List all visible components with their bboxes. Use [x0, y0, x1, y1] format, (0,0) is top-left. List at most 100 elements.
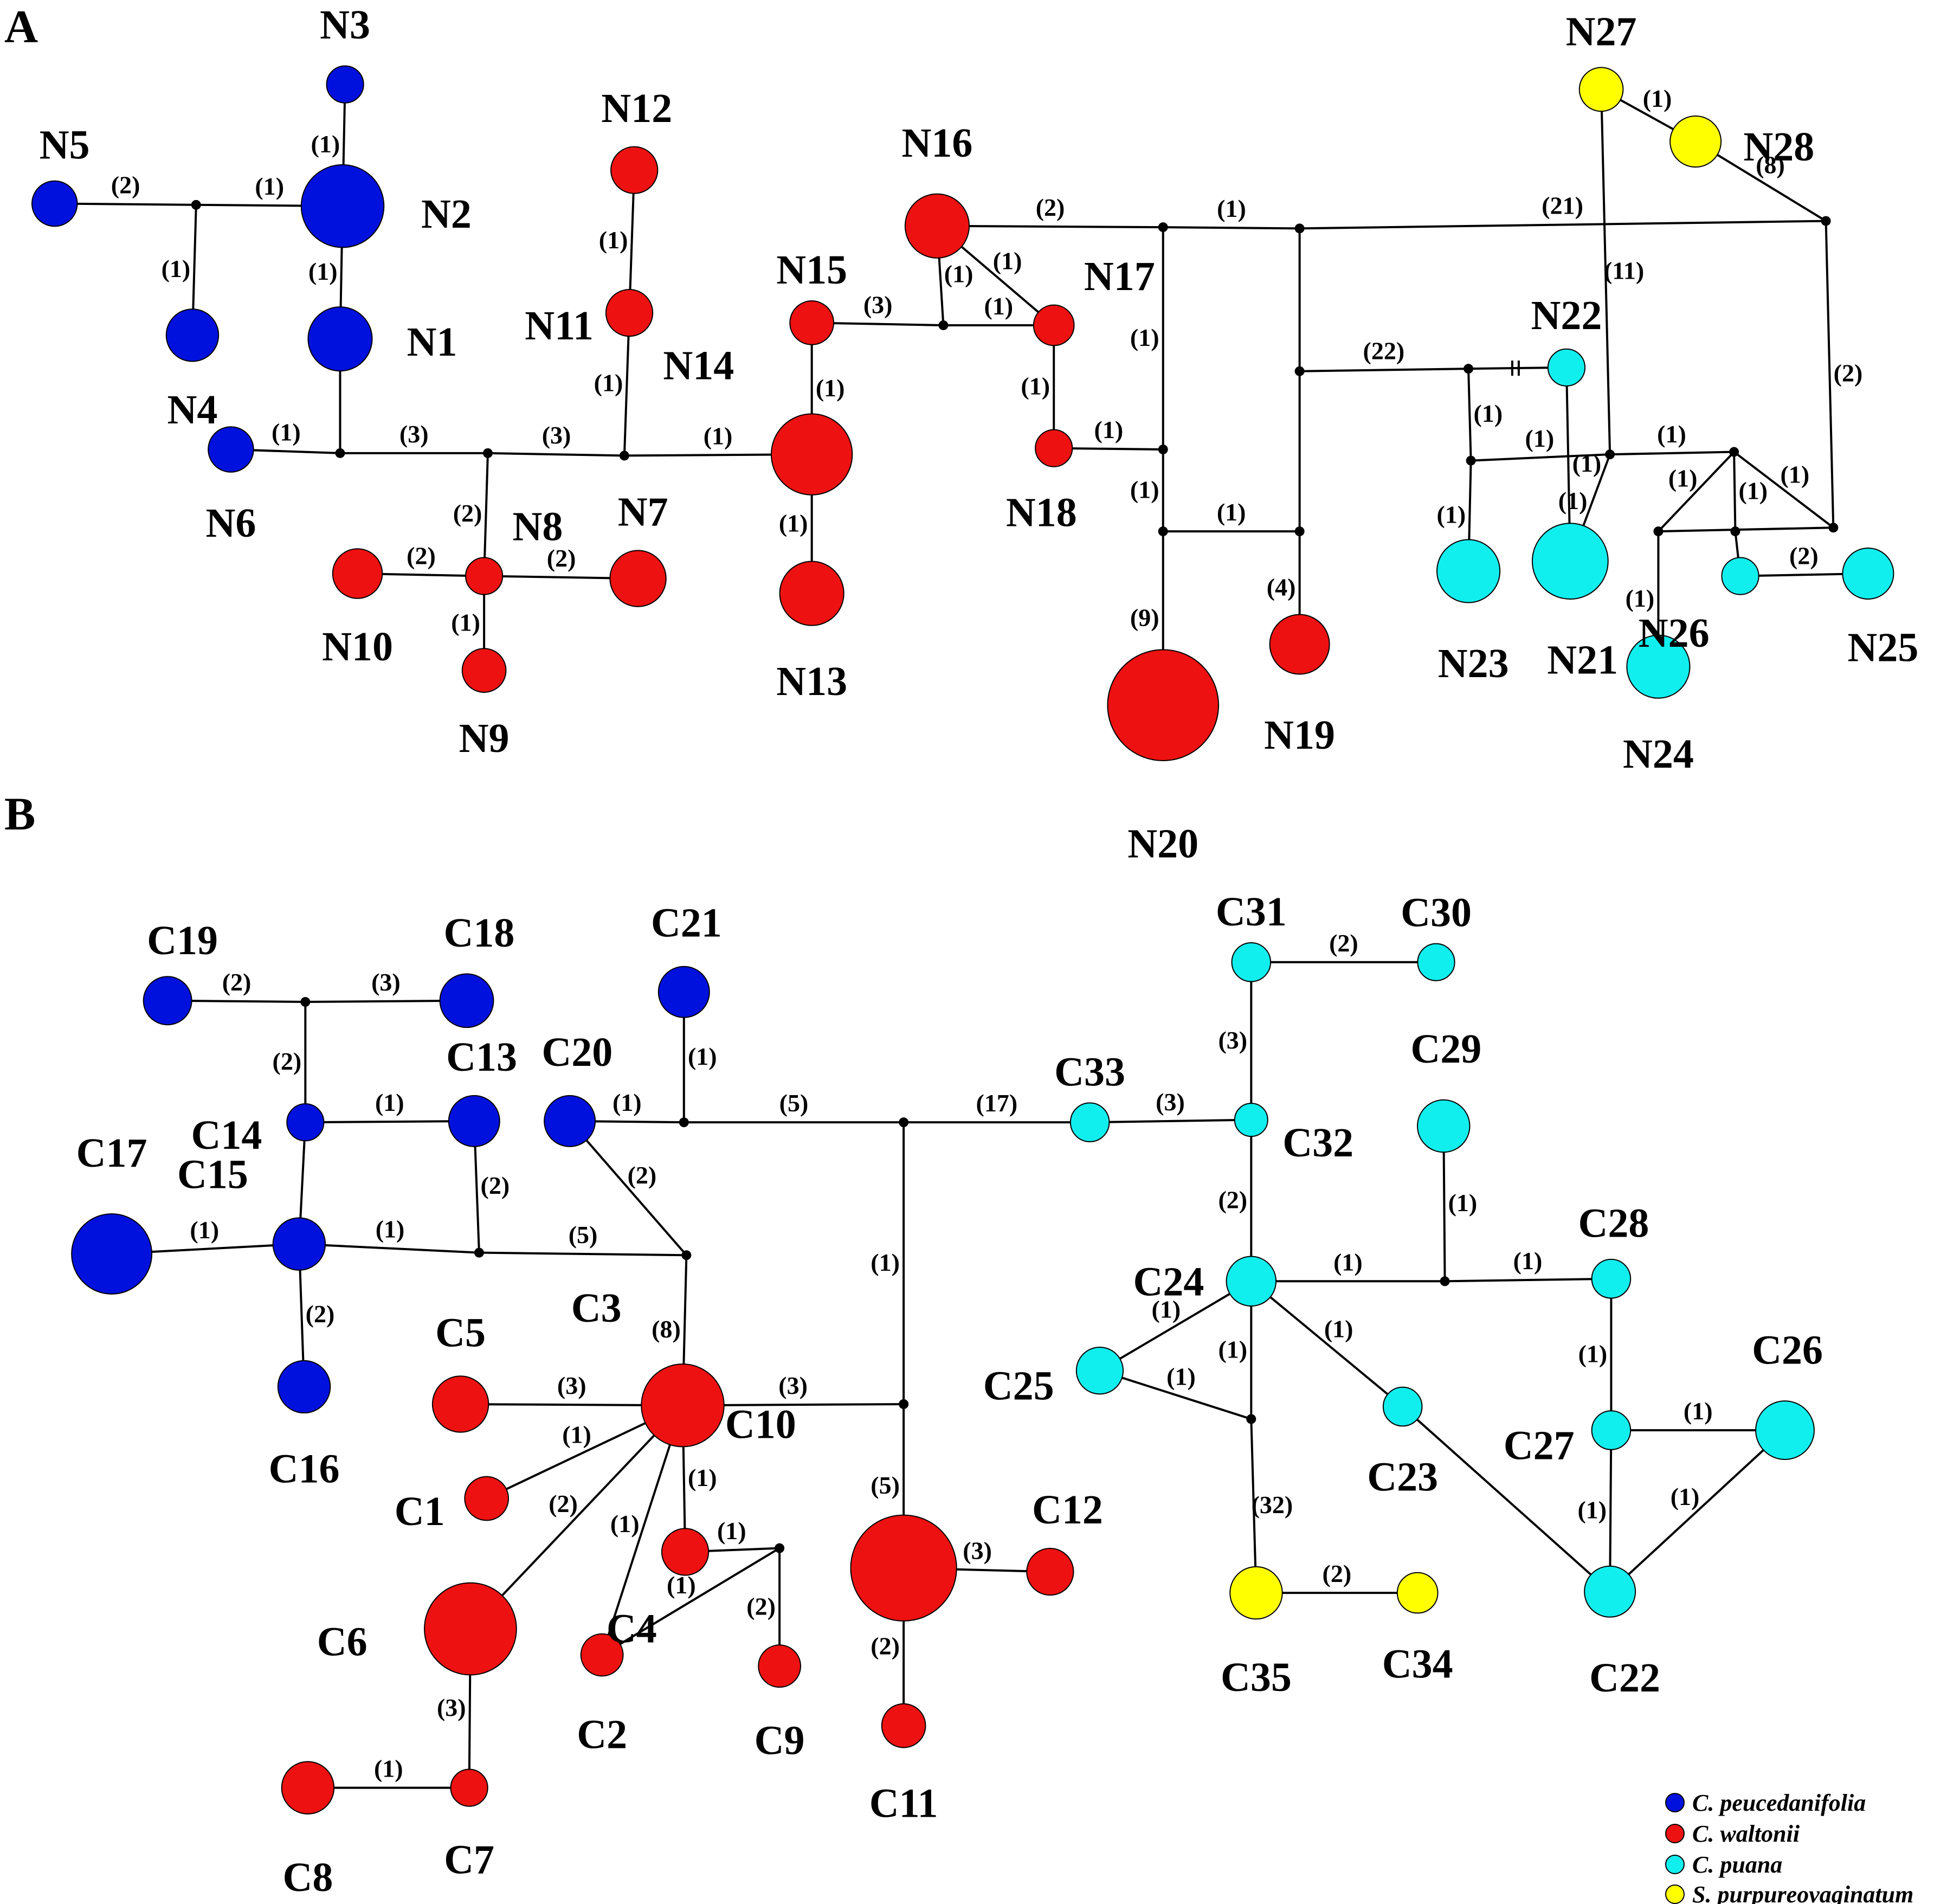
- haplotype-label-n9: N9: [459, 716, 510, 761]
- mutation-count-label: (2): [871, 1632, 900, 1660]
- haplotype-node-n3: [326, 65, 364, 104]
- haplotype-label-c14: C14: [191, 1112, 262, 1158]
- haplotype-node-c21: [657, 966, 710, 1018]
- mutation-count-label: (2): [273, 1047, 302, 1075]
- haplotype-node-c11: [881, 1703, 926, 1748]
- haplotype-label-n10: N10: [322, 624, 393, 670]
- haplotype-node-c32: [1234, 1103, 1268, 1137]
- haplotype-label-c10: C10: [725, 1402, 796, 1448]
- edge-c33-c32: [1089, 1118, 1252, 1124]
- haplotype-node-n20: [1107, 649, 1220, 762]
- mutation-count-label: (1): [1577, 1496, 1607, 1524]
- haplotype-node-n27: [1578, 67, 1624, 112]
- mutation-count-label: (1): [1021, 372, 1050, 400]
- mutation-count-label: (2): [306, 1300, 335, 1328]
- haplotype-node-n25: [1842, 547, 1894, 600]
- edge-jb7-c2: [601, 1547, 781, 1656]
- haplotype-node-c10: [850, 1514, 957, 1622]
- haplotype-node-c16: [277, 1360, 331, 1414]
- mutation-count-label: (1): [1152, 1295, 1181, 1323]
- median-vector-jb7: [775, 1543, 785, 1553]
- mutation-count-label: (1): [376, 1215, 405, 1243]
- mutation-count-label: (1): [944, 260, 974, 287]
- haplotype-node-n11: [605, 288, 654, 337]
- haplotype-node-c15: [272, 1217, 326, 1271]
- mutation-count-label: (1): [1437, 501, 1466, 529]
- haplotype-label-n19: N19: [1264, 712, 1335, 758]
- mutation-count-label: (1): [1738, 477, 1768, 504]
- mutation-count-label: (1): [1217, 498, 1246, 526]
- edge-c20-jb3: [569, 1120, 687, 1256]
- mutation-count-label: (1): [688, 1464, 717, 1491]
- haplotype-label-n25: N25: [1847, 625, 1918, 670]
- haplotype-node-c27: [1591, 1410, 1632, 1450]
- edge-c27-c22: [1609, 1430, 1613, 1592]
- mutation-count-label: (3): [542, 421, 571, 449]
- mutation-count-label: (1): [190, 1216, 219, 1244]
- median-vector-ja10: [1294, 526, 1305, 537]
- mutation-count-label: (2): [222, 968, 252, 996]
- haplotype-label-c6: C6: [317, 1619, 368, 1664]
- legend-swatch-puana: [1665, 1855, 1685, 1874]
- haplotype-label-c1: C1: [395, 1489, 445, 1534]
- haplotype-node-n26: [1721, 557, 1759, 595]
- edge-ja17-ja18: [1658, 526, 1834, 533]
- mutation-count-label: (1): [1578, 1340, 1608, 1367]
- haplotype-label-n22: N22: [1531, 293, 1602, 338]
- legend-swatch-waltonii: [1665, 1824, 1685, 1843]
- mutation-count-label: (3): [399, 420, 429, 448]
- haplotype-node-c4: [661, 1528, 710, 1576]
- edge-n27-ja15: [1600, 89, 1611, 455]
- mutation-count-label: (11): [1604, 257, 1644, 285]
- legend-label-waltonii: C. waltonii: [1692, 1821, 1800, 1847]
- mutation-count-label: (1): [613, 1089, 642, 1116]
- haplotype-label-c22: C22: [1589, 1655, 1660, 1701]
- mutation-count-label: (2): [453, 499, 482, 527]
- mutation-count-label: (1): [1333, 1248, 1363, 1276]
- mutation-count-label: (1): [717, 1517, 746, 1545]
- mutation-count-label: (2): [1323, 1560, 1352, 1587]
- haplotype-node-c29: [1417, 1099, 1471, 1153]
- median-vector-ja15: [1605, 449, 1615, 460]
- haplotype-label-n15: N15: [776, 247, 847, 293]
- mutation-count-label: (1): [1130, 324, 1159, 351]
- haplotype-label-c25: C25: [983, 1363, 1054, 1409]
- haplotype-label-n13: N13: [776, 659, 847, 704]
- mutation-count-label: (1): [1671, 1483, 1700, 1510]
- mutation-count-label: (1): [1218, 1335, 1247, 1363]
- haplotype-node-c2: [580, 1633, 624, 1677]
- haplotype-node-n1: [307, 306, 373, 372]
- edge-c24-c23: [1250, 1280, 1403, 1408]
- haplotype-node-c3: [641, 1363, 725, 1448]
- haplotype-label-n7: N7: [618, 490, 668, 535]
- haplotype-node-c23: [1382, 1386, 1423, 1427]
- edge-c14-c13: [305, 1120, 474, 1124]
- haplotype-label-c30: C30: [1401, 890, 1472, 936]
- mutation-count-label: (3): [437, 1694, 466, 1721]
- mutation-count-label: (2): [1329, 929, 1358, 957]
- haplotype-label-n16: N16: [902, 120, 973, 166]
- edge-c23-c22: [1402, 1406, 1611, 1593]
- edge-c15-jb2: [299, 1243, 480, 1254]
- haplotype-label-c31: C31: [1216, 889, 1287, 935]
- haplotype-node-c13: [448, 1095, 500, 1147]
- haplotype-node-n18: [1035, 429, 1073, 467]
- mutation-count-label: (1): [779, 509, 808, 537]
- mutation-count-label: (17): [976, 1089, 1018, 1117]
- panel-b-label: B: [4, 788, 35, 840]
- haplotype-label-c15: C15: [177, 1152, 248, 1197]
- haplotype-node-n6: [208, 426, 254, 473]
- haplotype-node-n23: [1436, 539, 1501, 603]
- mutation-count-label: (3): [863, 291, 893, 319]
- haplotype-node-n16: [904, 193, 970, 259]
- haplotype-label-n4: N4: [167, 387, 218, 433]
- haplotype-label-n18: N18: [1006, 490, 1077, 536]
- haplotype-node-c31: [1231, 942, 1272, 982]
- mutation-count-label: (1): [308, 258, 338, 285]
- median-vector-ja9: [1294, 223, 1305, 234]
- edge-ja6-ja9: [1163, 226, 1300, 230]
- legend-swatch-purpureovaginatum: [1665, 1884, 1685, 1904]
- median-vector-ja17: [1653, 526, 1664, 537]
- legend-label-puana: C. puana: [1692, 1851, 1782, 1878]
- mutation-count-label: (1): [451, 609, 480, 636]
